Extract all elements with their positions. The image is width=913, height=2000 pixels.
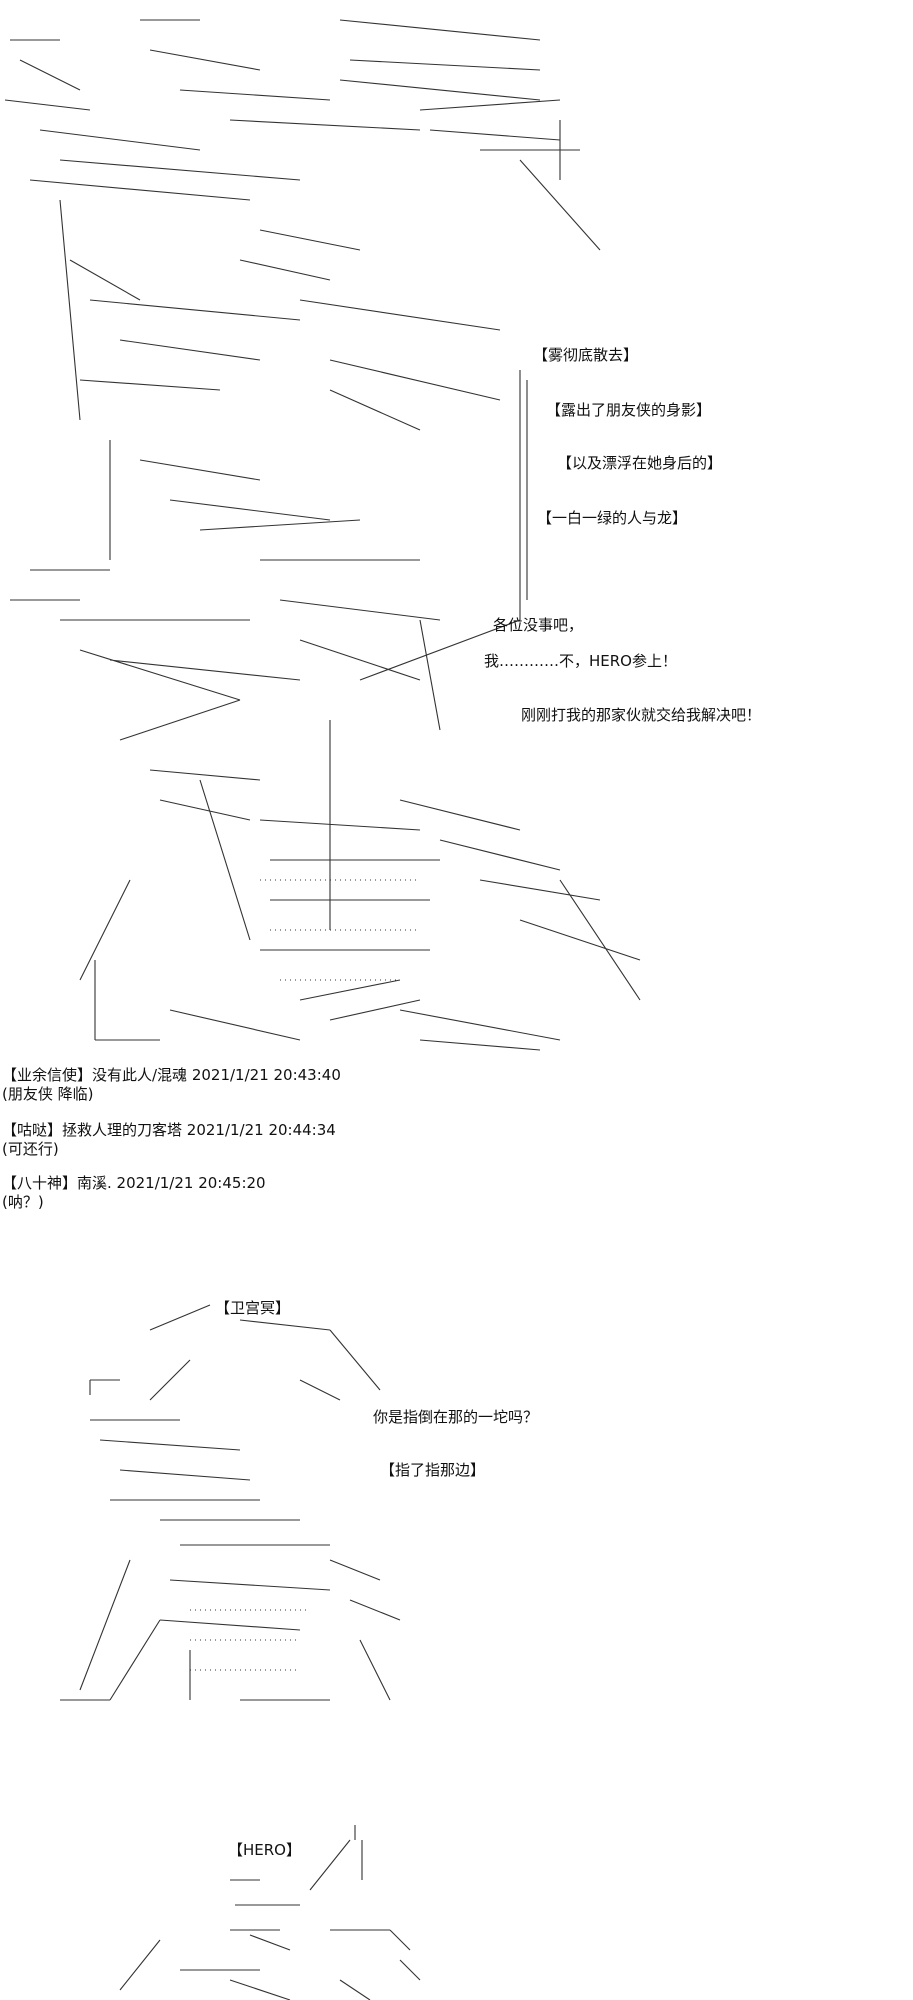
comment-header: 【八十神】南溪. 2021/1/21 20:45:20	[2, 1174, 266, 1192]
dialogue-line: 各位没事吧，	[493, 616, 584, 634]
comment-body: (呐？)	[2, 1193, 44, 1211]
narration-points: 【指了指那边】	[380, 1461, 486, 1479]
narration-person-and-dragon: 【一白一绿的人与龙】	[537, 509, 688, 527]
scene1-art	[4, 19, 641, 1051]
dialogue-line: 刚刚打我的那家伙就交给我解决吧！	[521, 706, 762, 724]
narration-floating-behind: 【以及漂浮在她身后的】	[557, 454, 723, 472]
dialogue-line: 我…………不，HERO参上！	[484, 652, 677, 670]
narration-friend-appears: 【露出了朋友侠的身影】	[546, 401, 712, 419]
comment-header: 【咕哒】拯救人理的刀客塔 2021/1/21 20:44:34	[2, 1121, 336, 1139]
scene3-art	[119, 1825, 421, 2000]
narration-fog-clears: 【雾彻底散去】	[533, 346, 639, 364]
scene2-art	[60, 1304, 401, 1701]
speaker-label: 【HERO】	[228, 1841, 301, 1859]
comment-body: (可还行)	[2, 1140, 59, 1158]
comment-header: 【业余信使】没有此人/混魂 2021/1/21 20:43:40	[2, 1066, 341, 1084]
comment-body: (朋友侠 降临)	[2, 1085, 94, 1103]
speaker-label: 【卫宫冥】	[215, 1299, 291, 1317]
dialogue-line: 你是指倒在那的一坨吗？	[373, 1408, 539, 1426]
